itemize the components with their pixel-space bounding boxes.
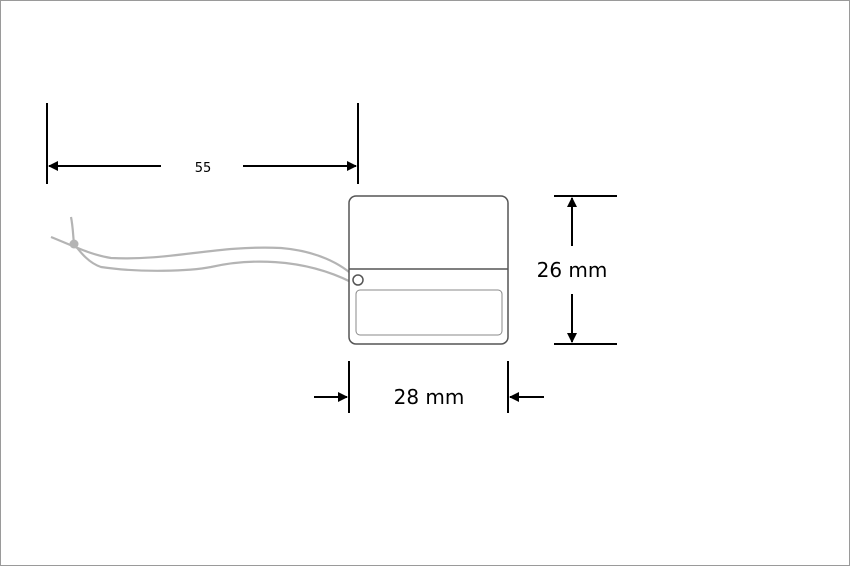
string-knot bbox=[69, 239, 79, 249]
tag-width-dimension: 28 mm bbox=[314, 361, 544, 413]
string-upper-strand bbox=[50, 235, 358, 280]
tag-writing-area bbox=[355, 289, 503, 336]
tag-string bbox=[50, 216, 358, 283]
tag-height-dimension: 26 mm bbox=[537, 195, 617, 345]
string-lower-strand bbox=[73, 243, 352, 283]
tag-body bbox=[348, 195, 509, 345]
tag-eyelet bbox=[352, 274, 364, 286]
overall-length-dimension: 55 bbox=[46, 103, 359, 184]
tag-width-label: 28 mm bbox=[394, 385, 465, 409]
overall-length-label: 55 bbox=[195, 161, 212, 176]
tag-height-label: 26 mm bbox=[537, 258, 608, 282]
